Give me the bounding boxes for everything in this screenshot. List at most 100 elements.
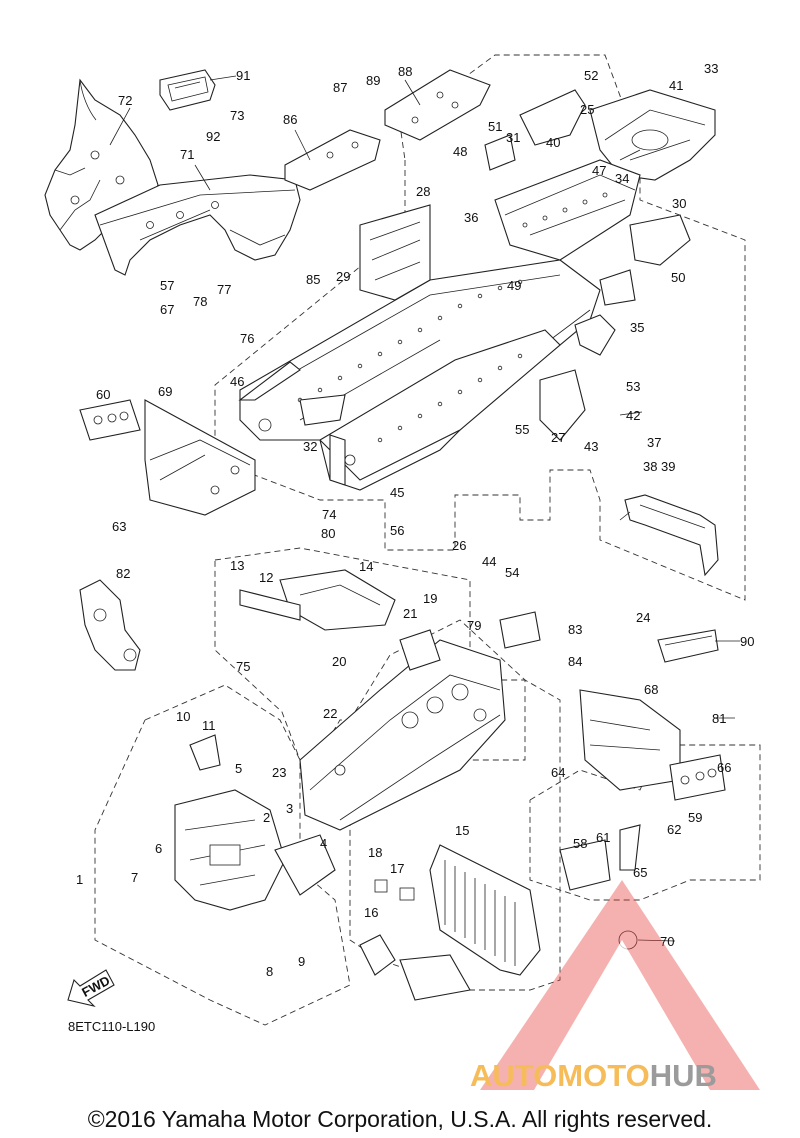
callout-7: 7 [131,870,138,885]
callout-20: 20 [332,654,346,669]
callout-34: 34 [615,171,629,186]
callout-42: 42 [626,408,640,423]
callout-63: 63 [112,519,126,534]
callout-28: 28 [416,184,430,199]
diagram-code: 8ETC110-L190 [68,1019,155,1034]
callout-8: 8 [266,964,273,979]
watermark-text: AUTOMOTOHUB [470,1058,717,1093]
callout-53: 53 [626,379,640,394]
tunnel-holes [297,279,523,443]
callout-15: 15 [455,823,469,838]
footrest-90 [657,629,719,663]
rear-frame [484,89,716,441]
callout-59: 59 [688,810,702,825]
callout-10: 10 [176,709,190,724]
callout-52: 52 [584,68,598,83]
callout-38: 38 [643,459,657,474]
callout-64: 64 [551,765,565,780]
watermark-prefix: AUTOMOTO [470,1058,650,1093]
callout-33: 33 [704,61,718,76]
callout-74: 74 [322,507,336,522]
callout-81: 81 [712,711,726,726]
leader-lines [109,75,740,942]
callout-18: 18 [368,845,382,860]
callout-16: 16 [364,905,378,920]
callout-4: 4 [320,836,327,851]
callout-55: 55 [515,422,529,437]
callout-47: 47 [592,163,606,178]
callout-21: 21 [403,606,417,621]
callout-22: 22 [323,706,337,721]
callout-25: 25 [580,102,594,117]
callout-62: 62 [667,822,681,837]
callout-6: 6 [155,841,162,856]
callout-78: 78 [193,294,207,309]
callout-89: 89 [366,73,380,88]
heat-exchanger [359,844,541,1001]
callout-30: 30 [672,196,686,211]
main-tunnel-frame [238,204,601,491]
steering-support [239,569,396,631]
callout-11: 11 [202,718,216,733]
callout-29: 29 [336,269,350,284]
callout-23: 23 [272,765,286,780]
callout-61: 61 [596,830,610,845]
callout-51: 51 [488,119,502,134]
callout-17: 17 [390,861,404,876]
callout-66: 66 [717,760,731,775]
callout-85: 85 [306,272,320,287]
crossmember [299,629,506,831]
callout-90: 90 [740,634,754,649]
watermark: AUTOMOTOHUB [470,880,760,1093]
callout-9: 9 [298,954,305,969]
watermark-suffix: HUB [650,1058,717,1093]
callout-83: 83 [568,622,582,637]
callout-72: 72 [118,93,132,108]
callout-39: 39 [661,459,675,474]
callout-40: 40 [546,135,560,150]
callout-82: 82 [116,566,130,581]
callout-43: 43 [584,439,598,454]
callout-57: 57 [160,278,174,293]
callout-54: 54 [505,565,519,580]
parts-diagram: 1 2 3 4 5 6 7 8 9 10 11 12 13 14 15 16 1… [44,54,761,1093]
callout-36: 36 [464,210,478,225]
copyright-notice: ©2016 Yamaha Motor Corporation, U.S.A. A… [87,1106,713,1132]
left-bracket-assembly [79,399,256,516]
callout-67: 67 [160,302,174,317]
callout-91: 91 [236,68,250,83]
column-82 [79,579,141,671]
callout-44: 44 [482,554,496,569]
callout-60: 60 [96,387,110,402]
callout-labels: 1 2 3 4 5 6 7 8 9 10 11 12 13 14 15 16 1… [76,61,754,979]
callout-24: 24 [636,610,650,625]
callout-77: 77 [217,282,231,297]
callout-65: 65 [633,865,647,880]
upper-plates [284,69,491,191]
callout-31: 31 [506,130,520,145]
callout-80: 80 [321,526,335,541]
callout-71: 71 [180,147,194,162]
front-subframe [174,734,336,911]
callout-45: 45 [390,485,404,500]
fwd-arrow: FWD [67,969,115,1007]
callout-19: 19 [423,591,437,606]
bracket-91 [159,69,216,111]
plate-83 [499,611,541,649]
callout-48: 48 [453,144,467,159]
callout-68: 68 [644,682,658,697]
callout-37: 37 [647,435,661,450]
callout-3: 3 [286,801,293,816]
callout-27: 27 [551,430,565,445]
callout-35: 35 [630,320,644,335]
callout-50: 50 [671,270,685,285]
callout-69: 69 [158,384,172,399]
callout-84: 84 [568,654,582,669]
callout-2: 2 [263,810,270,825]
callout-41: 41 [669,78,683,93]
callout-46: 46 [230,374,244,389]
callout-13: 13 [230,558,244,573]
callout-32: 32 [303,439,317,454]
callout-12: 12 [259,570,273,585]
callout-49: 49 [507,278,521,293]
